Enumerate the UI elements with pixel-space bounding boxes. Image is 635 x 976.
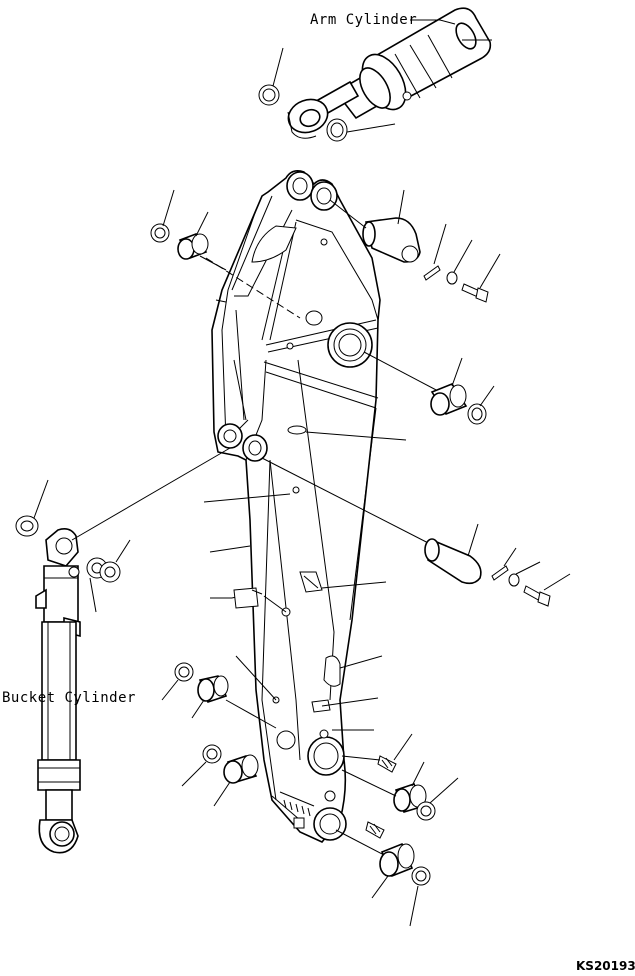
- shim-arm-right[interactable]: [326, 118, 396, 142]
- washer-cylinder[interactable]: [508, 561, 541, 587]
- shim-pivot[interactable]: [467, 385, 495, 425]
- shim-lower-right-1[interactable]: [416, 777, 459, 821]
- shims-bucket-cyl-right[interactable]: [86, 539, 131, 613]
- arm-cylinder[interactable]: [284, 7, 492, 139]
- bushing-lower-left-2[interactable]: [213, 754, 259, 807]
- bolt-top[interactable]: [461, 253, 501, 303]
- bucket-cylinder-label: Bucket Cylinder: [2, 690, 136, 706]
- shim-lower-right-2[interactable]: [409, 866, 431, 927]
- shim-arm-upper[interactable]: [258, 47, 284, 106]
- pin-bucket-cylinder[interactable]: [424, 523, 482, 585]
- bushing-lower-right-1[interactable]: [341, 761, 427, 813]
- cotter-top[interactable]: [423, 223, 447, 281]
- washer-top[interactable]: [446, 239, 473, 285]
- bushing-top-left[interactable]: [177, 211, 209, 260]
- shim-plate-side[interactable]: [233, 587, 263, 609]
- shim-bucket-cyl-left[interactable]: [15, 479, 49, 537]
- drawing-code: KS201932: [576, 959, 635, 973]
- bushing-pivot[interactable]: [430, 357, 468, 416]
- arm-cylinder-label: Arm Cylinder: [310, 12, 417, 28]
- cotter-cylinder[interactable]: [491, 547, 517, 581]
- grease-fitting-1[interactable]: [341, 733, 413, 773]
- arm-body[interactable]: [211, 170, 381, 843]
- bushing-lower-left-1[interactable]: [191, 675, 229, 719]
- pin-top[interactable]: [362, 189, 421, 263]
- shim-lower-left-2[interactable]: [181, 744, 222, 787]
- bolt-cylinder[interactable]: [523, 573, 571, 607]
- shim-lower-left-1[interactable]: [161, 662, 194, 701]
- bushing-lower-right-2[interactable]: [371, 842, 415, 899]
- bucket-cylinder[interactable]: [35, 528, 81, 854]
- shim-top-left[interactable]: [150, 189, 175, 243]
- grease-fitting-2[interactable]: [365, 821, 385, 839]
